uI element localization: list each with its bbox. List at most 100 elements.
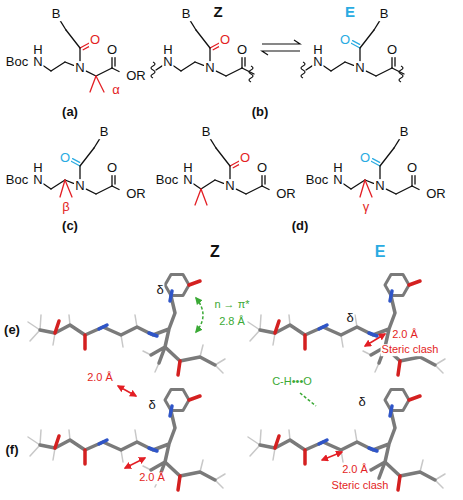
atom-label: O xyxy=(59,151,71,165)
bond xyxy=(264,175,265,184)
isomer-label: E xyxy=(344,4,356,20)
bond xyxy=(96,186,112,194)
isomer-label: Z xyxy=(209,244,221,261)
angle-label: δ xyxy=(345,311,354,325)
bond xyxy=(236,189,246,194)
bond xyxy=(79,48,80,61)
bond xyxy=(360,180,365,197)
atom-label: OR xyxy=(425,187,447,201)
hydrogen-bond-line xyxy=(300,393,316,406)
wavy-bond-end xyxy=(151,62,155,78)
bond xyxy=(376,68,392,76)
bond xyxy=(60,180,65,197)
atom-label: N xyxy=(332,173,343,187)
wavy-bond-end xyxy=(249,66,253,82)
protecting-group: Boc xyxy=(305,173,329,187)
angle-label: δ xyxy=(147,398,156,412)
distance-label: 2.8 Å xyxy=(218,316,246,328)
bond xyxy=(394,138,400,148)
atom-label: N xyxy=(204,61,215,75)
atom-label: O xyxy=(106,161,118,175)
equilibrium-arrows xyxy=(262,40,300,55)
atom-label: O xyxy=(359,151,371,165)
atom-label: N xyxy=(182,173,193,187)
bond xyxy=(391,57,392,68)
atom-label: O xyxy=(256,161,268,175)
atom-label: N xyxy=(32,173,43,187)
bond xyxy=(365,180,372,197)
bond xyxy=(215,180,224,183)
isomer-label: Z xyxy=(212,4,223,20)
bond xyxy=(396,186,412,194)
bond xyxy=(229,166,230,179)
bond xyxy=(373,159,380,163)
e-conformer-model xyxy=(248,275,445,375)
bond xyxy=(244,57,245,66)
atom-label: OR xyxy=(125,187,147,201)
panel-letter: (b) xyxy=(251,105,270,119)
bond xyxy=(90,76,96,92)
position-label: β xyxy=(61,200,70,214)
bond xyxy=(114,175,115,184)
bond xyxy=(194,184,201,189)
bond xyxy=(60,20,66,30)
bond xyxy=(414,175,415,184)
distance-arrow xyxy=(118,386,136,396)
atom-label: O xyxy=(239,151,251,165)
angle-label: δ xyxy=(155,283,164,297)
panel-letter: (d) xyxy=(291,219,310,233)
atom-label: N xyxy=(74,61,85,75)
atom-label: B xyxy=(51,7,62,21)
bond xyxy=(359,48,360,61)
bond xyxy=(394,57,395,66)
bond xyxy=(195,189,201,205)
bond xyxy=(65,62,74,65)
atom-label: N xyxy=(162,55,173,69)
bond xyxy=(114,57,115,66)
bond xyxy=(261,175,262,186)
bond xyxy=(44,66,51,71)
bond xyxy=(111,57,112,68)
skeletal-bonds xyxy=(44,20,419,205)
bond xyxy=(344,184,351,189)
bond xyxy=(262,186,269,190)
angle-label: δ xyxy=(357,395,366,409)
distance-label: 2.0 Å xyxy=(86,372,114,384)
atom-label: OR xyxy=(275,187,297,201)
atom-label: N xyxy=(312,55,323,69)
bond xyxy=(181,62,195,71)
bond xyxy=(174,66,181,71)
distance-arrow xyxy=(322,452,342,460)
z-conformer-model xyxy=(28,390,225,490)
bond xyxy=(201,180,215,189)
bond xyxy=(79,166,80,179)
bond xyxy=(195,62,204,65)
atom-label: N xyxy=(224,179,235,193)
wavy-bond-end xyxy=(399,66,403,82)
protecting-group: Boc xyxy=(5,173,29,187)
protecting-group: Boc xyxy=(5,55,29,69)
bond xyxy=(73,159,80,163)
bond xyxy=(86,189,96,194)
bond xyxy=(412,186,419,190)
bond xyxy=(94,138,100,148)
bond xyxy=(386,189,396,194)
bond xyxy=(156,66,162,70)
bond xyxy=(366,71,376,76)
bond xyxy=(306,66,312,70)
atom-label: N xyxy=(354,61,365,75)
atom-label: O xyxy=(236,43,248,57)
bond xyxy=(374,20,380,30)
interaction-label: n → π* xyxy=(213,299,250,311)
panel-letter: (c) xyxy=(61,219,79,233)
bond xyxy=(331,62,345,71)
atom-label: B xyxy=(379,7,390,21)
bond xyxy=(216,148,230,166)
atom-label: O xyxy=(219,33,231,47)
isomer-label: E xyxy=(374,244,387,261)
bond xyxy=(411,175,412,186)
position-label: γ xyxy=(362,200,371,214)
note-label: Steric clash xyxy=(331,480,390,492)
wavy-bond-end xyxy=(301,62,305,78)
